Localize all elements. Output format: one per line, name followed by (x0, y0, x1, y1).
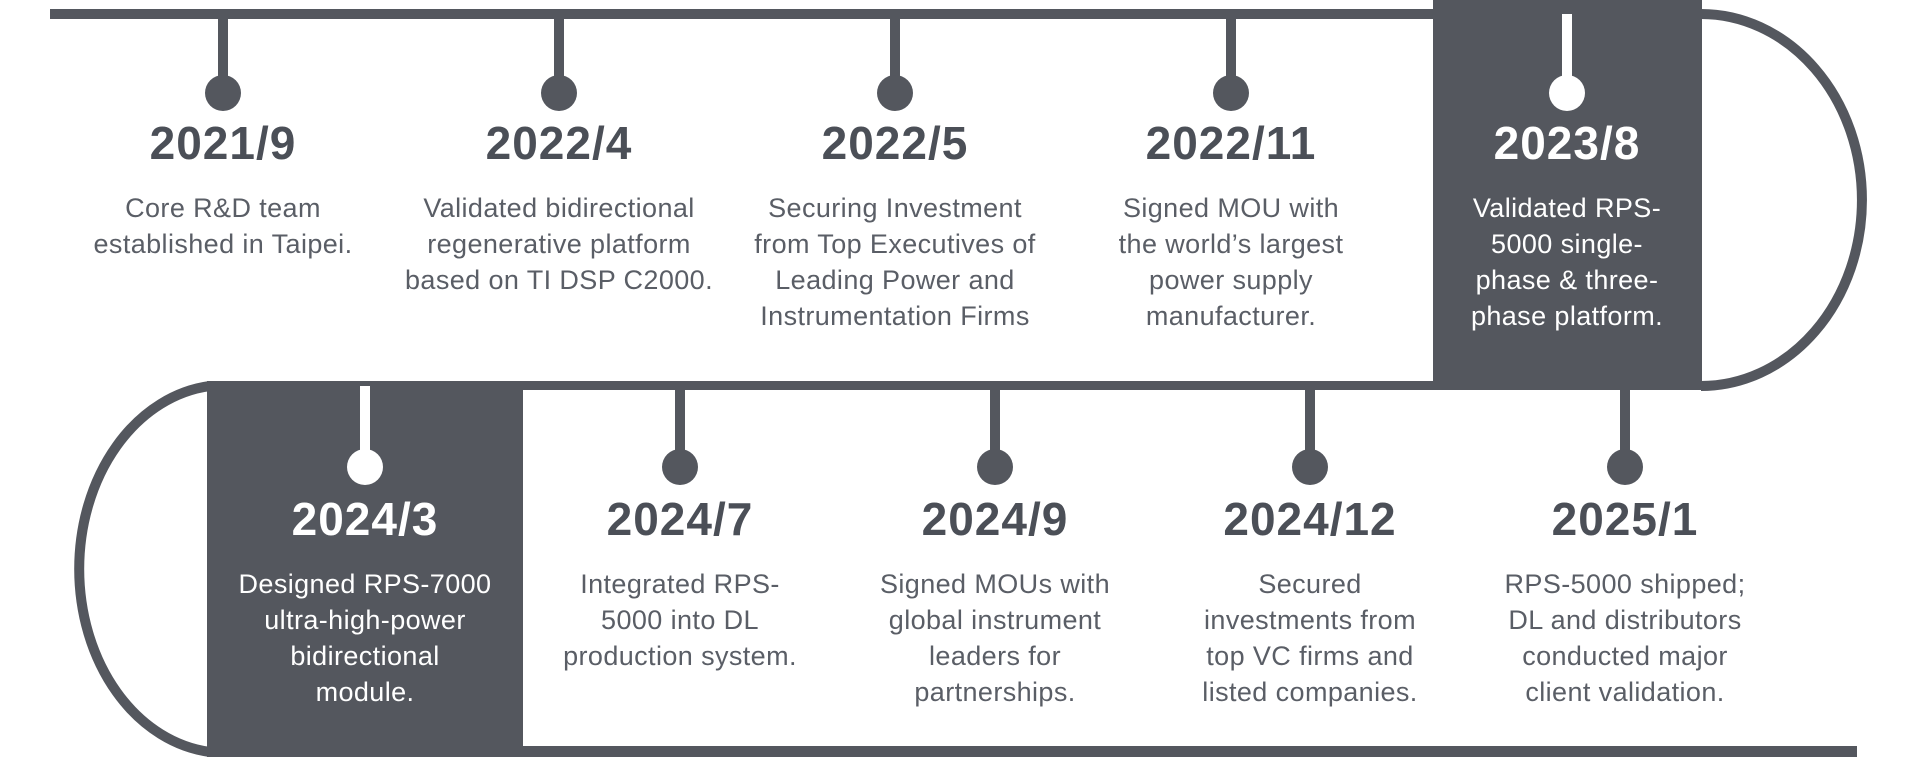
timeline-bar-middle (207, 381, 1702, 390)
milestone-dot (1607, 449, 1643, 485)
timeline-item-2023-8: 2023/8 Validated RPS- 5000 single- phase… (1402, 0, 1732, 780)
milestone-dot (1549, 75, 1585, 111)
milestone-description: Validated RPS- 5000 single- phase & thre… (1470, 193, 1664, 331)
milestone-date: 2022/11 (1145, 117, 1317, 169)
left-turn-arc (74, 381, 211, 757)
milestone-stem (554, 14, 564, 76)
timeline-bar-top (50, 9, 1702, 19)
milestone-date: 2022/5 (821, 117, 969, 169)
milestone-stem (360, 386, 370, 450)
timeline-item-2021-9: 2021/9 Core R&D team established in Taip… (58, 0, 388, 780)
timeline-item-2022-5: 2022/5 Securing Investment from Top Exec… (730, 0, 1060, 780)
milestone-date: 2021/9 (149, 117, 297, 169)
timeline-bar-bottom (207, 746, 1857, 757)
milestone-dot (1213, 75, 1249, 111)
milestone-stem (1305, 386, 1315, 450)
milestone-date: 2024/9 (921, 493, 1069, 545)
milestone-stem (675, 386, 685, 450)
milestone-date: 2024/12 (1223, 493, 1397, 545)
milestone-dot (977, 449, 1013, 485)
milestone-stem (218, 14, 228, 76)
milestone-stem (1620, 386, 1630, 450)
milestone-description: Signed MOU with the world’s largest powe… (1118, 193, 1344, 331)
milestone-description: Core R&D team established in Taipei. (93, 193, 353, 259)
milestone-date: 2023/8 (1493, 117, 1641, 169)
timeline-item-2022-11: 2022/11 Signed MOU with the world’s larg… (1066, 0, 1396, 780)
timeline-item-2025-1: 2025/1 RPS-5000 shipped; DL and distribu… (1465, 0, 1785, 780)
milestone-date: 2024/3 (291, 493, 439, 545)
milestone-description: RPS-5000 shipped; DL and distributors co… (1504, 569, 1746, 707)
timeline-item-2022-4: 2022/4 Validated bidirectional regenerat… (394, 0, 724, 780)
timeline-item-2024-3: 2024/3 Designed RPS-7000 ultra-high-powe… (205, 0, 525, 780)
milestone-dot (1292, 449, 1328, 485)
milestone-date: 2022/4 (485, 117, 633, 169)
milestone-stem (990, 386, 1000, 450)
milestone-dot (877, 75, 913, 111)
right-turn-arc (1700, 9, 1867, 391)
milestone-date: 2025/1 (1551, 493, 1699, 545)
milestone-stem (890, 14, 900, 76)
milestone-description: Secured investments from top VC firms an… (1202, 569, 1418, 707)
milestone-stem (1562, 14, 1572, 76)
milestone-dot (541, 75, 577, 111)
timeline-item-2024-12: 2024/12 Secured investments from top VC … (1150, 0, 1470, 780)
timeline-item-2024-7: 2024/7 Integrated RPS- 5000 into DL prod… (520, 0, 840, 780)
milestone-dot (205, 75, 241, 111)
milestone-date: 2024/7 (606, 493, 754, 545)
milestone-description: Validated bidirectional regenerative pla… (404, 193, 713, 295)
milestone-description: Integrated RPS- 5000 into DL production … (563, 569, 797, 671)
milestone-description: Signed MOUs with global instrument leade… (880, 569, 1110, 707)
milestone-description: Securing Investment from Top Executives … (754, 193, 1036, 331)
milestone-description: Designed RPS-7000 ultra-high-power bidir… (238, 569, 492, 707)
milestone-stem (1226, 14, 1236, 76)
timeline-item-2024-9: 2024/9 Signed MOUs with global instrumen… (835, 0, 1155, 780)
milestone-dot (347, 449, 383, 485)
milestone-dot (662, 449, 698, 485)
